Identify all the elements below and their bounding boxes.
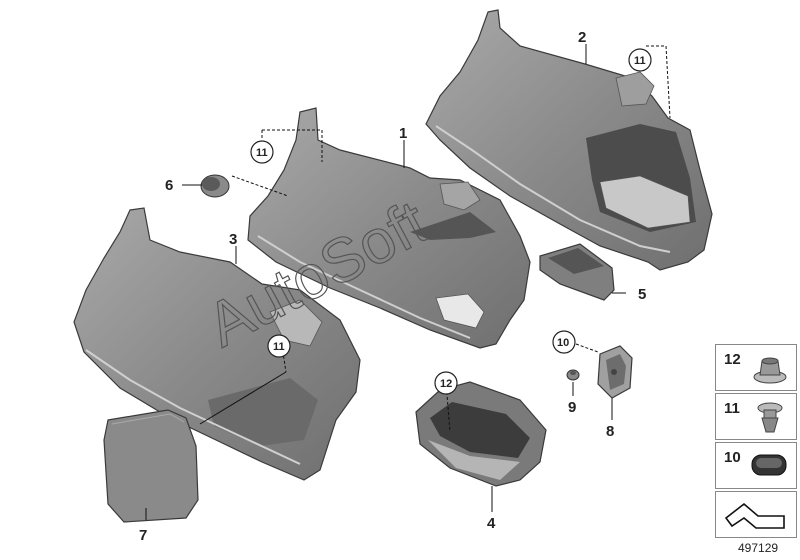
section-profile-icon: [724, 502, 785, 529]
nut-icon: [753, 357, 787, 384]
callout-2: 2: [578, 29, 586, 46]
legend-number: 11: [724, 400, 740, 417]
circled-callout-11-right: 11: [628, 48, 652, 72]
svg-text:11: 11: [634, 55, 646, 67]
storage-tray: [415, 381, 547, 487]
plug-icon: [751, 454, 787, 476]
rear-panel-center: [247, 107, 531, 349]
svg-text:11: 11: [256, 147, 268, 159]
reference-number: 497129: [738, 541, 779, 555]
side-trim-panel-right: [425, 9, 713, 271]
circled-callout-11-left: 11: [267, 334, 291, 358]
legend-item-clip: 11: [715, 393, 797, 440]
callout-7: 7: [139, 527, 147, 544]
callout-4: 4: [487, 515, 496, 532]
side-trim-panel-left: [73, 207, 361, 481]
circled-callout-11-top: 11: [250, 140, 274, 164]
circled-callout-12: 12: [434, 371, 458, 395]
callout-1: 1: [399, 125, 407, 142]
callout-3: 3: [229, 231, 237, 248]
legend-item-nut: 12: [715, 344, 797, 391]
svg-text:12: 12: [440, 378, 452, 390]
legend-number: 12: [724, 351, 741, 368]
legend-item-profile: [715, 491, 797, 538]
svg-text:10: 10: [557, 337, 569, 349]
callout-8: 8: [606, 423, 614, 440]
callout-9: 9: [568, 399, 576, 416]
mounting-plate: [597, 345, 633, 399]
legend-item-plug: 10: [715, 442, 797, 489]
cover-panel: [103, 409, 199, 523]
cap-part: [200, 174, 230, 198]
bracket-part: [539, 243, 615, 301]
circled-callout-10: 10: [552, 330, 576, 354]
legend-number: 10: [724, 449, 741, 466]
callout-5: 5: [638, 286, 646, 303]
svg-text:11: 11: [273, 341, 285, 353]
callout-6: 6: [165, 177, 173, 194]
fastener-part: [566, 369, 580, 381]
clip-icon: [757, 402, 783, 433]
leader-lines: [145, 44, 671, 520]
